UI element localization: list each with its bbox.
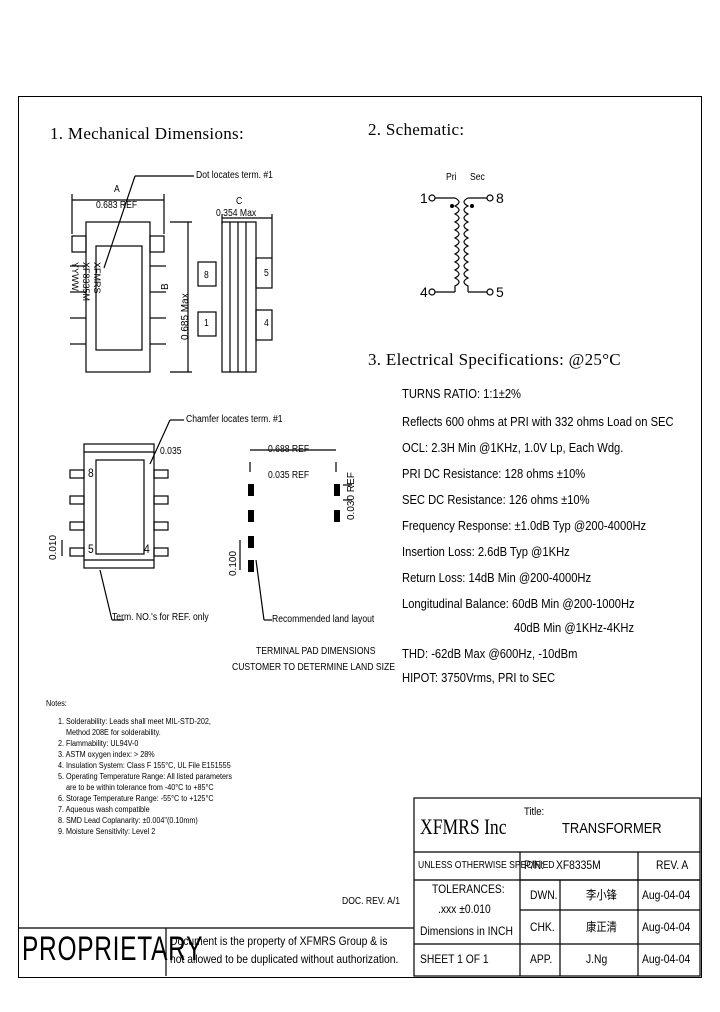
spec-line: 40dB Min @1KHz-4KHz <box>514 620 635 635</box>
company-name: XFMRS Inc <box>420 814 507 839</box>
pin-8-label: 8 <box>88 466 94 480</box>
tolerances-value: .xxx ±0.010 <box>438 902 491 916</box>
note-item: 8. SMD Lead Coplanarity: ±0.004"(0.10mm) <box>58 816 198 825</box>
note-item: 9. Moisture Sensitivity: Level 2 <box>58 827 156 836</box>
chk-name: 康正清 <box>586 920 617 934</box>
proprietary-label: PROPRIETARY <box>22 930 204 968</box>
note-item: 5. Operating Temperature Range: All list… <box>58 772 232 781</box>
notes-list: 1. Solderability: Leads shall meet MIL-S… <box>58 716 232 837</box>
dim-b-value: 0.685 Max <box>180 293 191 340</box>
app-name: J.Ng <box>586 952 608 966</box>
schematic-diagram <box>428 194 494 296</box>
side-view-body <box>221 221 257 373</box>
title-block-grid <box>18 797 701 977</box>
dim-0010: 0.010 <box>48 534 59 560</box>
top-view-body <box>85 221 151 373</box>
dim-c-label: C <box>236 196 243 207</box>
side-pin-8: 8 <box>204 270 209 281</box>
side-pin-4: 4 <box>264 318 269 329</box>
dim-0035: 0.035 <box>160 446 182 457</box>
bottom-view-body <box>83 443 155 569</box>
land-pads <box>248 484 340 572</box>
top-view-leads <box>70 265 166 345</box>
drawing-title: TRANSFORMER <box>562 820 662 837</box>
schem-pin-5: 5 <box>496 284 504 300</box>
title-label: Title: <box>524 806 545 818</box>
dim-a-value: 0.683 REF <box>96 200 138 211</box>
unless-specified: UNLESS OTHERWISE SPECIFIED <box>418 860 555 871</box>
pad-0035: 0.035 REF <box>268 470 310 481</box>
bottom-view-leads <box>69 469 169 557</box>
side-view-laminations <box>229 222 247 372</box>
land-note: Recommended land layout <box>272 614 375 625</box>
spec-line: Reflects 600 ohms at PRI with 332 ohms L… <box>402 414 674 429</box>
drawing-frame <box>18 96 702 978</box>
dot-note: Dot locates term. #1 <box>196 170 273 181</box>
schem-pin-1: 1 <box>420 190 428 206</box>
note-item: Method 208E for solderability. <box>58 728 161 737</box>
pad-0688: 0.688 REF <box>268 444 310 455</box>
electrical-specifications-title: 3. Electrical Specifications: @25°C <box>368 350 621 369</box>
app-label: APP. <box>530 952 553 966</box>
pin-4-label: 4 <box>144 542 150 556</box>
spec-line: OCL: 2.3H Min @1KHz, 1.0V Lp, Each Wdg. <box>402 440 624 455</box>
revision: REV. A <box>656 858 689 872</box>
side-pin-1: 1 <box>204 318 209 329</box>
tolerances-label: TOLERANCES: <box>432 882 505 896</box>
pad-0030: 0.030 REF <box>346 472 357 520</box>
spec-line: Longitudinal Balance: 60dB Min @200-1000… <box>402 596 635 611</box>
note-item: 6. Storage Temperature Range: -55°C to +… <box>58 794 214 803</box>
chk-label: CHK. <box>530 920 555 934</box>
spec-line: SEC DC Resistance: 126 ohms ±10% <box>402 492 590 507</box>
chamfer-note: Chamfer locates term. #1 <box>186 414 283 425</box>
note-item: 1. Solderability: Leads shall meet MIL-S… <box>58 717 211 726</box>
schem-pin-8: 8 <box>496 190 504 206</box>
mechanical-dimensions-title: 1. Mechanical Dimensions: <box>50 124 244 143</box>
dim-a-label: A <box>114 184 120 195</box>
spec-line: Frequency Response: ±1.0dB Typ @200-4000… <box>402 518 647 533</box>
pn-label: P/N: <box>524 858 545 872</box>
pin-5-label: 5 <box>88 542 94 556</box>
note-item: 2. Flammability: UL94V-0 <box>58 739 139 748</box>
pad-0100: 0.100 <box>228 550 239 576</box>
note-item: 7. Aqueous wash compatible <box>58 805 150 814</box>
schematic-title: 2. Schematic: <box>368 120 465 139</box>
proprietary-text-2: not allowed to be duplicated without aut… <box>170 952 399 966</box>
sheet-number: SHEET 1 OF 1 <box>420 952 489 966</box>
pri-label: Pri <box>446 172 457 183</box>
spec-line: PRI DC Resistance: 128 ohms ±10% <box>402 466 586 481</box>
note-item: 3. ASTM oxygen index: > 28% <box>58 750 155 759</box>
part-number: XF8335M <box>556 858 601 872</box>
pad-caption-1: TERMINAL PAD DIMENSIONS <box>256 646 376 657</box>
spec-line: HIPOT: 3750Vrms, PRI to SEC <box>402 670 556 685</box>
side-pin-5: 5 <box>264 268 269 279</box>
proprietary-text-1: Document is the property of XFMRS Group … <box>170 934 388 948</box>
top-view-core <box>95 245 143 351</box>
note-item: 4. Insulation System: Class F 155°C, UL … <box>58 761 231 770</box>
spec-line: Return Loss: 14dB Min @200-4000Hz <box>402 570 592 585</box>
note-item: are to be within tolerance from -40°C to… <box>58 783 214 792</box>
term-note: Term. NO.'s for REF. only <box>112 612 209 623</box>
schem-pin-4: 4 <box>420 284 428 300</box>
spec-line: THD: -62dB Max @600Hz, -10dBm <box>402 646 578 661</box>
pad-caption-2: CUSTOMER TO DETERMINE LAND SIZE <box>232 662 395 673</box>
doc-rev: DOC. REV. A/1 <box>342 896 400 907</box>
dim-c-value: 0.354 Max <box>216 208 257 219</box>
spec-line: TURNS RATIO: 1:1±2% <box>402 386 522 401</box>
chk-date: Aug-04-04 <box>642 920 691 934</box>
spec-line: Insertion Loss: 2.6dB Typ @1KHz <box>402 544 570 559</box>
notes-title: Notes: <box>46 699 67 708</box>
sec-label: Sec <box>470 172 485 183</box>
dwn-label: DWN. <box>530 888 558 902</box>
dwn-date: Aug-04-04 <box>642 888 691 902</box>
dimension-units: Dimensions in INCH <box>420 924 513 938</box>
dim-b-label: B <box>160 283 171 290</box>
app-date: Aug-04-04 <box>642 952 691 966</box>
dwn-name: 李小锋 <box>586 888 617 902</box>
